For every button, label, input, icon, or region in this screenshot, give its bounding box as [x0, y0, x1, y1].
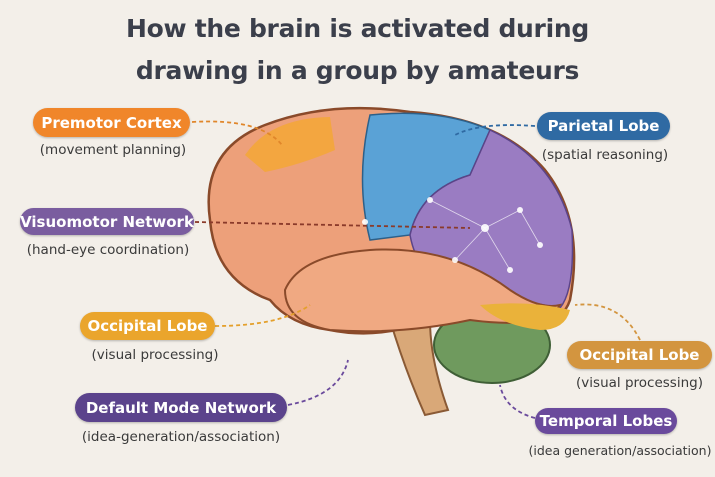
desc-temporal-lobes: (idea generation/association): [528, 443, 712, 458]
desc-visuomotor-network: (hand-eye coordination): [26, 242, 190, 258]
label-occipital-lobe-right: Occipital Lobe: [567, 341, 712, 369]
premotor-region: [245, 117, 335, 172]
title-line-1: How the brain is activated during: [126, 14, 589, 43]
parietal-connector: [454, 124, 536, 136]
label-visuomotor-network: Visuomotor Network: [20, 208, 194, 235]
title-line-2: drawing in a group by amateurs: [135, 56, 580, 85]
occipital-right-connector: [574, 303, 641, 341]
desc-occipital-lobe-right: (visual processing): [576, 375, 703, 391]
label-default-mode-network: Default Mode Network: [75, 393, 287, 422]
premotor-connector: [191, 120, 283, 146]
default-mode-connector: [287, 359, 349, 406]
brainstem: [388, 319, 450, 417]
temporal-connector: [499, 384, 536, 419]
desc-default-mode-network: (idea-generation/association): [81, 429, 281, 445]
label-parietal-lobe: Parietal Lobe: [537, 112, 670, 140]
desc-parietal-lobe: (spatial reasoning): [541, 147, 669, 163]
label-premotor-cortex: Premotor Cortex: [33, 108, 190, 137]
occipital-yellow-band: [480, 303, 570, 330]
desc-occipital-lobe-left: (visual processing): [91, 347, 219, 363]
label-temporal-lobes: Temporal Lobes: [535, 408, 677, 434]
visuomotor-connector: [194, 221, 471, 229]
desc-premotor-cortex: (movement planning): [39, 142, 187, 158]
occipital-left-connector: [214, 304, 311, 327]
label-occipital-lobe-left: Occipital Lobe: [80, 312, 215, 340]
